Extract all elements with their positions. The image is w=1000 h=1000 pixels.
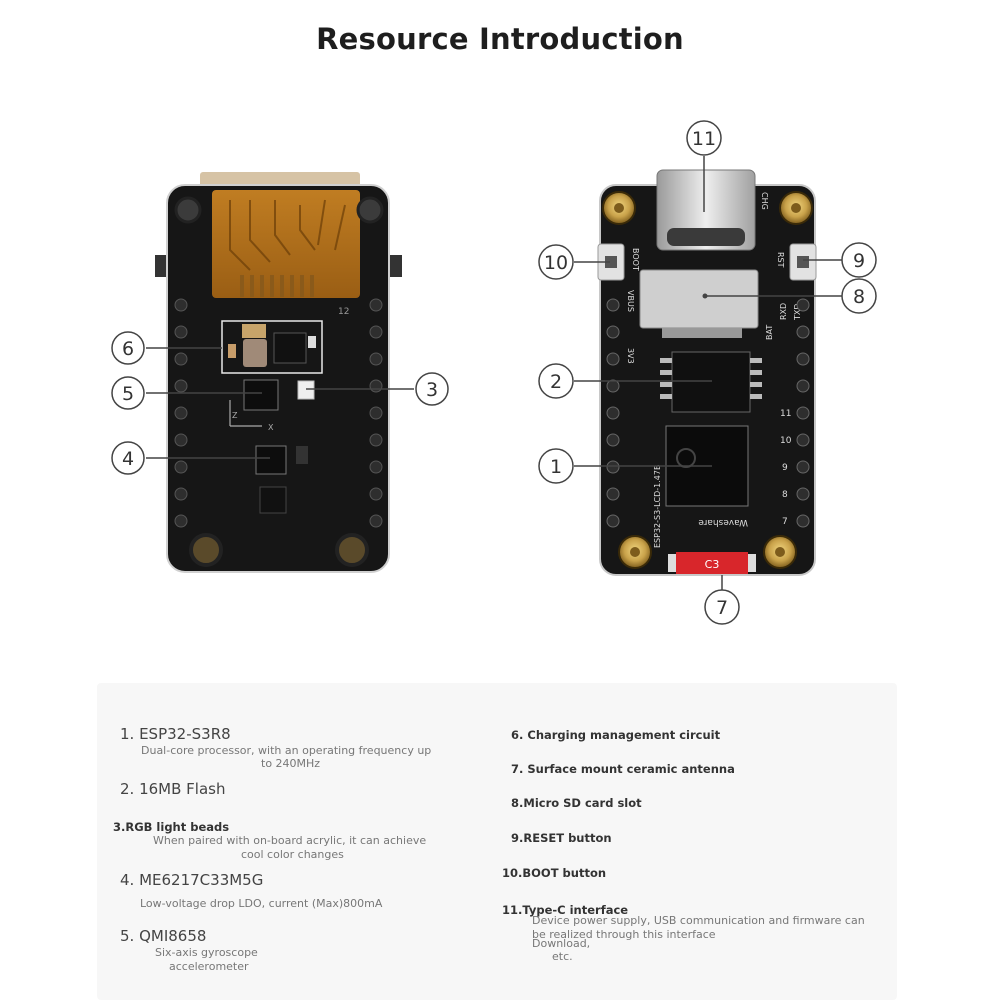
resource-5-desc-2: accelerometer	[169, 960, 249, 973]
axis-x-label: X	[268, 423, 274, 432]
pin-8: 8	[782, 490, 788, 500]
callout-2: 2	[538, 363, 712, 399]
svg-text:4: 4	[122, 448, 134, 470]
svg-text:7: 7	[716, 597, 728, 619]
resource-9-name: 9.RESET button	[511, 831, 612, 845]
callout-10: 10	[538, 244, 610, 280]
callout-11: 11	[686, 120, 722, 212]
resource-3-name: 3.RGB light beads	[113, 820, 230, 834]
resource-5-desc-1: Six-axis gyroscope	[155, 946, 258, 959]
c3-silk: C3	[705, 558, 720, 571]
resource-6-name: 6. Charging management circuit	[511, 728, 721, 742]
resource-1-desc-2: to 240MHz	[261, 757, 321, 770]
resource-1-name: 1. ESP32-S3R8	[120, 725, 231, 743]
side-button-left	[155, 255, 169, 277]
ceramic-antenna	[676, 552, 748, 574]
callout-9: 9	[803, 242, 877, 278]
charging-circuit-box	[221, 320, 323, 374]
sd-card-slot	[639, 269, 759, 329]
axis-z-label: Z	[232, 411, 238, 420]
resource-4-desc: Low-voltage drop LDO, current (Max)800mA	[140, 897, 383, 910]
resource-4-name: 4. ME6217C33M5G	[120, 871, 264, 889]
svg-text:9: 9	[853, 250, 865, 272]
resource-11-desc-3: Download,	[532, 937, 591, 950]
resource-2-name: 2. 16MB Flash	[120, 780, 226, 798]
resource-10-name: 10.BOOT button	[502, 866, 607, 880]
callout-1: 1	[538, 448, 712, 484]
resource-3-desc-1: When paired with on-board acrylic, it ca…	[153, 834, 427, 847]
callout-5: 5	[111, 376, 262, 410]
svg-text:8: 8	[853, 286, 865, 308]
board-illustration: 12 Z X 6 5 4 3	[111, 120, 877, 625]
vbus-silk: VBUS	[626, 290, 635, 312]
resource-8-name: 8.Micro SD card slot	[511, 796, 642, 810]
pin-label-12: 12	[338, 307, 349, 317]
pin-11: 11	[780, 409, 791, 419]
callout-7: 7	[704, 575, 740, 625]
callout-8: 8	[702, 278, 877, 314]
resource-list-panel: 1. ESP32-S3R8 Dual-core processor, with …	[97, 683, 897, 1000]
imu-chip	[243, 379, 279, 411]
page-title: Resource Introduction	[316, 22, 684, 56]
flash-chip	[671, 351, 751, 413]
resource-11-desc-2: be realized through this interface	[532, 928, 716, 941]
ldo-chip	[255, 445, 287, 475]
3v3-silk: 3V3	[626, 348, 635, 364]
fpc-cable	[212, 190, 360, 298]
side-button-right	[388, 255, 402, 277]
callout-3: 3	[306, 372, 449, 406]
callout-4: 4	[111, 441, 270, 475]
pin-10: 10	[780, 436, 792, 446]
reset-silk: RST	[776, 252, 785, 268]
svg-text:10: 10	[544, 252, 568, 274]
chg-silk: CHG	[760, 192, 769, 210]
brand-silk: Waveshare	[698, 517, 748, 527]
svg-text:2: 2	[550, 371, 562, 393]
boot-silk: BOOT	[631, 248, 640, 271]
rxd-silk: RXD	[779, 303, 788, 320]
resource-5-name: 5. QMI8658	[120, 927, 207, 945]
pin-7: 7	[782, 517, 788, 527]
board-back: 12 Z X	[155, 172, 402, 573]
rgb-led	[297, 380, 315, 400]
resource-11-desc-4: etc.	[552, 950, 573, 963]
chip-model-silk: ESP32-S3-LCD-1.47B	[653, 465, 662, 548]
resource-1-desc-1: Dual-core processor, with an operating f…	[141, 744, 432, 757]
resource-7-name: 7. Surface mount ceramic antenna	[511, 762, 735, 776]
svg-text:6: 6	[122, 338, 134, 360]
board-front: BOOT RST CHG VBUS 3V3 ESP32-S3-LCD-1.47B…	[597, 169, 817, 576]
pin-9: 9	[782, 463, 788, 473]
txd-silk: TXD	[793, 303, 802, 321]
resource-11-name: 11.Type-C interface	[502, 903, 629, 917]
svg-text:5: 5	[122, 383, 134, 405]
svg-text:11: 11	[692, 128, 716, 150]
bat-silk: BAT	[765, 325, 774, 340]
resource-3-desc-2: cool color changes	[241, 848, 344, 861]
callout-6: 6	[111, 331, 222, 365]
svg-text:1: 1	[550, 456, 562, 478]
resource-11-desc-1: Device power supply, USB communication a…	[532, 914, 865, 927]
svg-text:3: 3	[426, 379, 438, 401]
